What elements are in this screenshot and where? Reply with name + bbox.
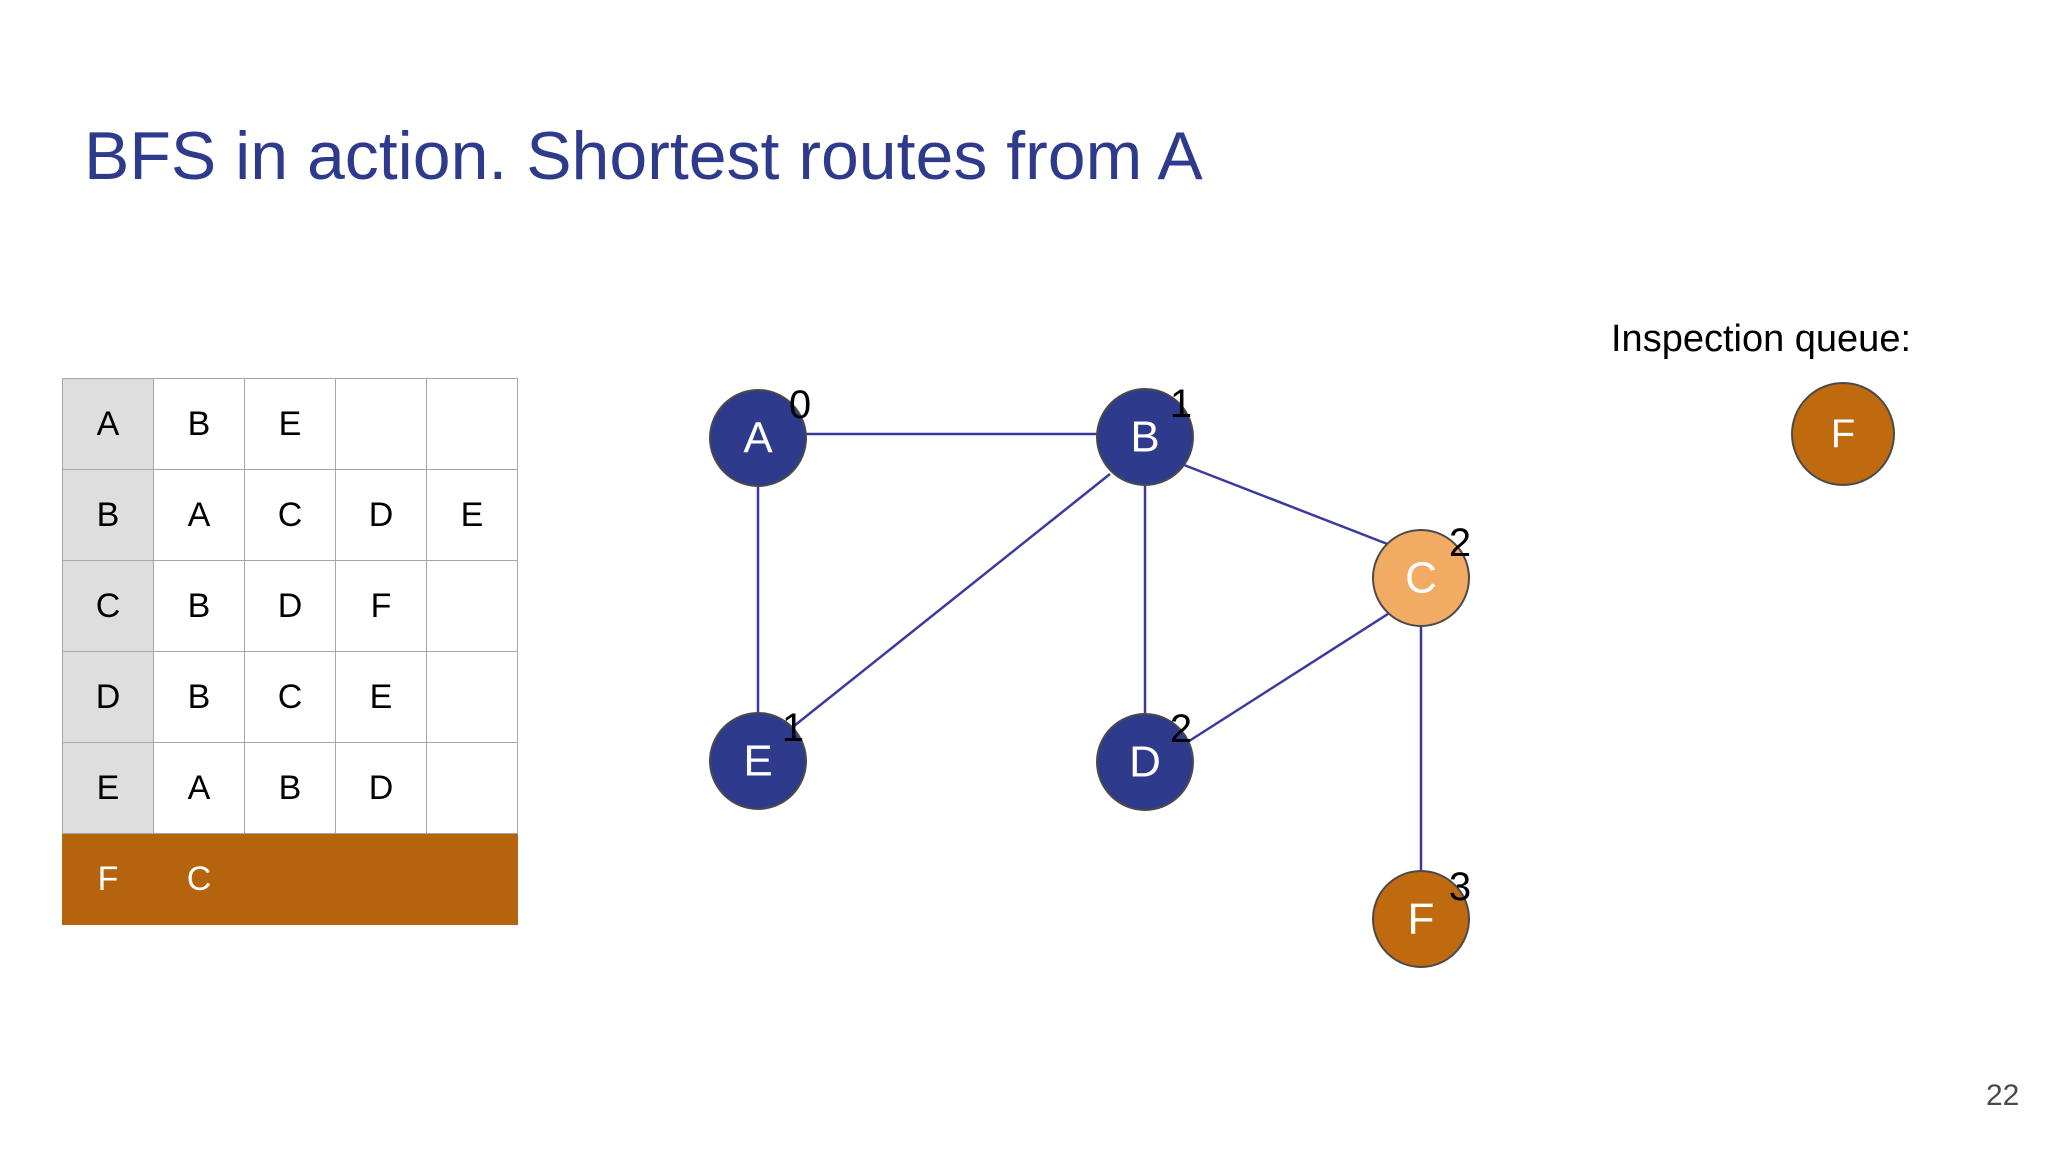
table-row-header: D — [62, 651, 154, 743]
graph-node-b[interactable]: B1 — [1096, 382, 1194, 486]
node-distance: 2 — [1170, 707, 1192, 751]
node-distance: 0 — [789, 383, 811, 427]
table-cell — [244, 833, 336, 925]
table-cell — [426, 833, 518, 925]
table-cell: B — [153, 651, 245, 743]
table-cell — [426, 378, 518, 470]
graph-edge-b-e — [793, 473, 1111, 727]
node-circle[interactable] — [709, 712, 807, 810]
node-distance: 2 — [1449, 521, 1471, 565]
node-distance: 1 — [782, 706, 804, 750]
graph-node-d[interactable]: D2 — [1096, 707, 1194, 811]
graph-edge-group — [756, 432, 1423, 871]
table-cell: A — [153, 742, 245, 834]
table-row-header: B — [62, 469, 154, 561]
table-cell: C — [153, 833, 245, 925]
graph-node-f[interactable]: F3 — [1372, 865, 1471, 968]
node-circle[interactable] — [1096, 388, 1194, 486]
table-row-header: E — [62, 742, 154, 834]
graph-edge-b-c — [1183, 463, 1391, 547]
table-cell: B — [153, 378, 245, 470]
queue-item-f[interactable]: F — [1791, 382, 1895, 486]
graph-node-a[interactable]: A0 — [709, 383, 811, 487]
page-title: BFS in action. Shortest routes from A — [84, 118, 1203, 194]
table-cell — [426, 742, 518, 834]
table-cell: D — [244, 560, 336, 652]
node-letter: E — [743, 737, 772, 786]
node-distance: 1 — [1170, 382, 1192, 426]
table-cell — [335, 833, 427, 925]
node-distance: 3 — [1449, 865, 1471, 909]
table-cell: D — [335, 742, 427, 834]
table-cell: D — [335, 469, 427, 561]
node-letter: F — [1408, 895, 1435, 944]
table-row-header: C — [62, 560, 154, 652]
table-cell — [426, 651, 518, 743]
table-cell: E — [244, 378, 336, 470]
node-circle[interactable] — [1372, 870, 1470, 968]
table-cell: F — [335, 560, 427, 652]
node-letter: C — [1405, 554, 1437, 603]
node-circle[interactable] — [709, 389, 807, 487]
queue-item-label: F — [1830, 411, 1856, 456]
node-circle[interactable] — [1372, 529, 1470, 627]
inspection-queue-label: Inspection queue: — [1611, 318, 1912, 360]
graph-node-c[interactable]: C2 — [1372, 521, 1471, 627]
node-circle[interactable] — [1096, 713, 1194, 811]
node-letter: B — [1130, 413, 1159, 462]
table-cell: B — [153, 560, 245, 652]
graph-edge-d-c — [1185, 610, 1392, 745]
table-cell: C — [244, 651, 336, 743]
inspection-queue-items: F — [1611, 382, 2031, 522]
table-cell — [335, 378, 427, 470]
table-cell: B — [244, 742, 336, 834]
table-cell: E — [426, 469, 518, 561]
table-cell: E — [335, 651, 427, 743]
table-row-header: A — [62, 378, 154, 470]
table-row-header: F — [62, 833, 154, 925]
table-cell: C — [244, 469, 336, 561]
page-number: 22 — [1986, 1079, 2020, 1112]
node-letter: A — [743, 414, 773, 463]
table-cell — [426, 560, 518, 652]
graph-node-e[interactable]: E1 — [709, 706, 807, 810]
node-letter: D — [1129, 738, 1161, 787]
table-cell: A — [153, 469, 245, 561]
